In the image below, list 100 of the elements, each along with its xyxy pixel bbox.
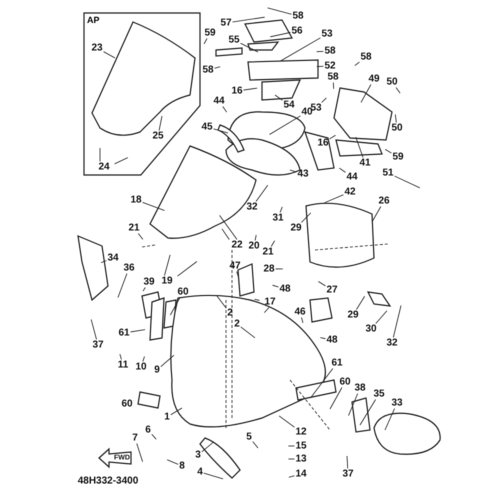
callout-number: 57 (219, 18, 233, 28)
leader-line (360, 84, 372, 103)
leader-line (100, 260, 107, 264)
leader-line (396, 87, 400, 94)
leader-line (320, 337, 326, 340)
callout-number: 37 (341, 468, 355, 480)
leader-line (142, 356, 145, 362)
leader-line (170, 408, 182, 416)
leader-line (330, 387, 342, 410)
leader-line (166, 459, 179, 465)
callout-number: 27 (325, 284, 339, 296)
callout-number: 29 (346, 310, 360, 320)
callout-number: 1 (163, 412, 171, 422)
callout-number: 14 (294, 468, 308, 480)
callout-number: 12 (294, 426, 308, 438)
callout-number: 44 (345, 172, 359, 182)
leader-line (321, 98, 327, 103)
callout-number: 47 (228, 260, 242, 272)
callout-number: 61 (117, 328, 131, 338)
callout-number: 25 (151, 130, 165, 142)
leader-line (240, 326, 256, 338)
callout-number: 6 (144, 424, 152, 436)
callout-number: 10 (134, 362, 148, 372)
callout-number: 60 (176, 286, 190, 298)
leader-line (278, 416, 295, 428)
leader-line (384, 408, 395, 430)
leader-line (280, 37, 321, 62)
leader-line (275, 268, 284, 270)
callout-number: 34 (106, 252, 120, 264)
leader-line (288, 458, 295, 460)
leader-line (270, 32, 291, 38)
leader-line (216, 296, 227, 308)
leader-line (355, 136, 364, 158)
callout-number: 20 (247, 240, 261, 252)
callout-number: 38 (353, 382, 367, 394)
callout-number: 51 (381, 168, 395, 178)
callout-number: 13 (294, 454, 308, 464)
leader-line (254, 234, 257, 241)
leader-line (354, 62, 360, 66)
leader-line (372, 206, 382, 222)
callout-number: 18 (129, 194, 143, 206)
callout-number: 17 (263, 296, 277, 308)
leader-line (316, 66, 324, 67)
callout-number: 53 (320, 28, 334, 40)
callout-number: 16 (230, 86, 244, 96)
leader-line (270, 240, 276, 247)
callout-number: 46 (293, 306, 307, 318)
callout-number: 23 (90, 42, 104, 54)
callout-number: 36 (122, 262, 136, 274)
leader-line (243, 88, 258, 90)
inset-frame (83, 12, 201, 176)
leader-line (316, 50, 324, 52)
leader-line (164, 254, 171, 276)
callout-number: 58 (359, 52, 373, 62)
callout-number: 41 (358, 158, 372, 168)
callout-number: 43 (296, 168, 310, 180)
callout-number: 21 (127, 222, 141, 234)
leader-line (232, 16, 266, 22)
leader-line (222, 106, 228, 113)
leader-line (236, 271, 240, 278)
leader-line (264, 307, 270, 314)
leader-line (160, 354, 174, 368)
callout-number: 60 (120, 398, 134, 410)
callout-number: 54 (282, 100, 296, 110)
leader-line (300, 212, 312, 223)
leader-line (130, 329, 146, 332)
leader-line (267, 7, 292, 15)
leader-line (301, 317, 304, 324)
callout-number: 37 (91, 340, 105, 350)
leader-line (136, 443, 143, 462)
callout-number: 52 (323, 60, 337, 72)
leader-line (90, 319, 97, 340)
callout-number: 44 (212, 96, 226, 106)
callout-number: 31 (271, 212, 285, 224)
callout-number: 50 (385, 76, 399, 88)
leader-line (288, 475, 295, 478)
leader-line (213, 128, 228, 134)
callout-number: 9 (153, 364, 161, 376)
callout-number: 2 (226, 308, 234, 318)
leader-line (103, 51, 116, 58)
leader-line (346, 456, 348, 469)
leader-line (394, 114, 397, 123)
leader-line (318, 281, 326, 286)
leader-line (290, 170, 297, 172)
leader-line (280, 206, 283, 213)
callout-number: 35 (372, 388, 386, 400)
callout-number: 39 (142, 276, 156, 288)
callout-number: 24 (97, 162, 111, 172)
leader-line (222, 228, 230, 240)
callout-number: 60 (338, 376, 352, 388)
callout-number: 5 (245, 432, 253, 442)
leader-line (394, 176, 420, 188)
callout-number: 7 (131, 432, 139, 444)
leader-line (204, 38, 208, 44)
inset-label: AP (87, 15, 100, 25)
callout-number: 58 (326, 72, 340, 82)
leader-line (203, 472, 224, 480)
callout-number: 26 (377, 196, 391, 206)
leader-line (201, 442, 214, 452)
callout-number: 48 (325, 334, 339, 346)
